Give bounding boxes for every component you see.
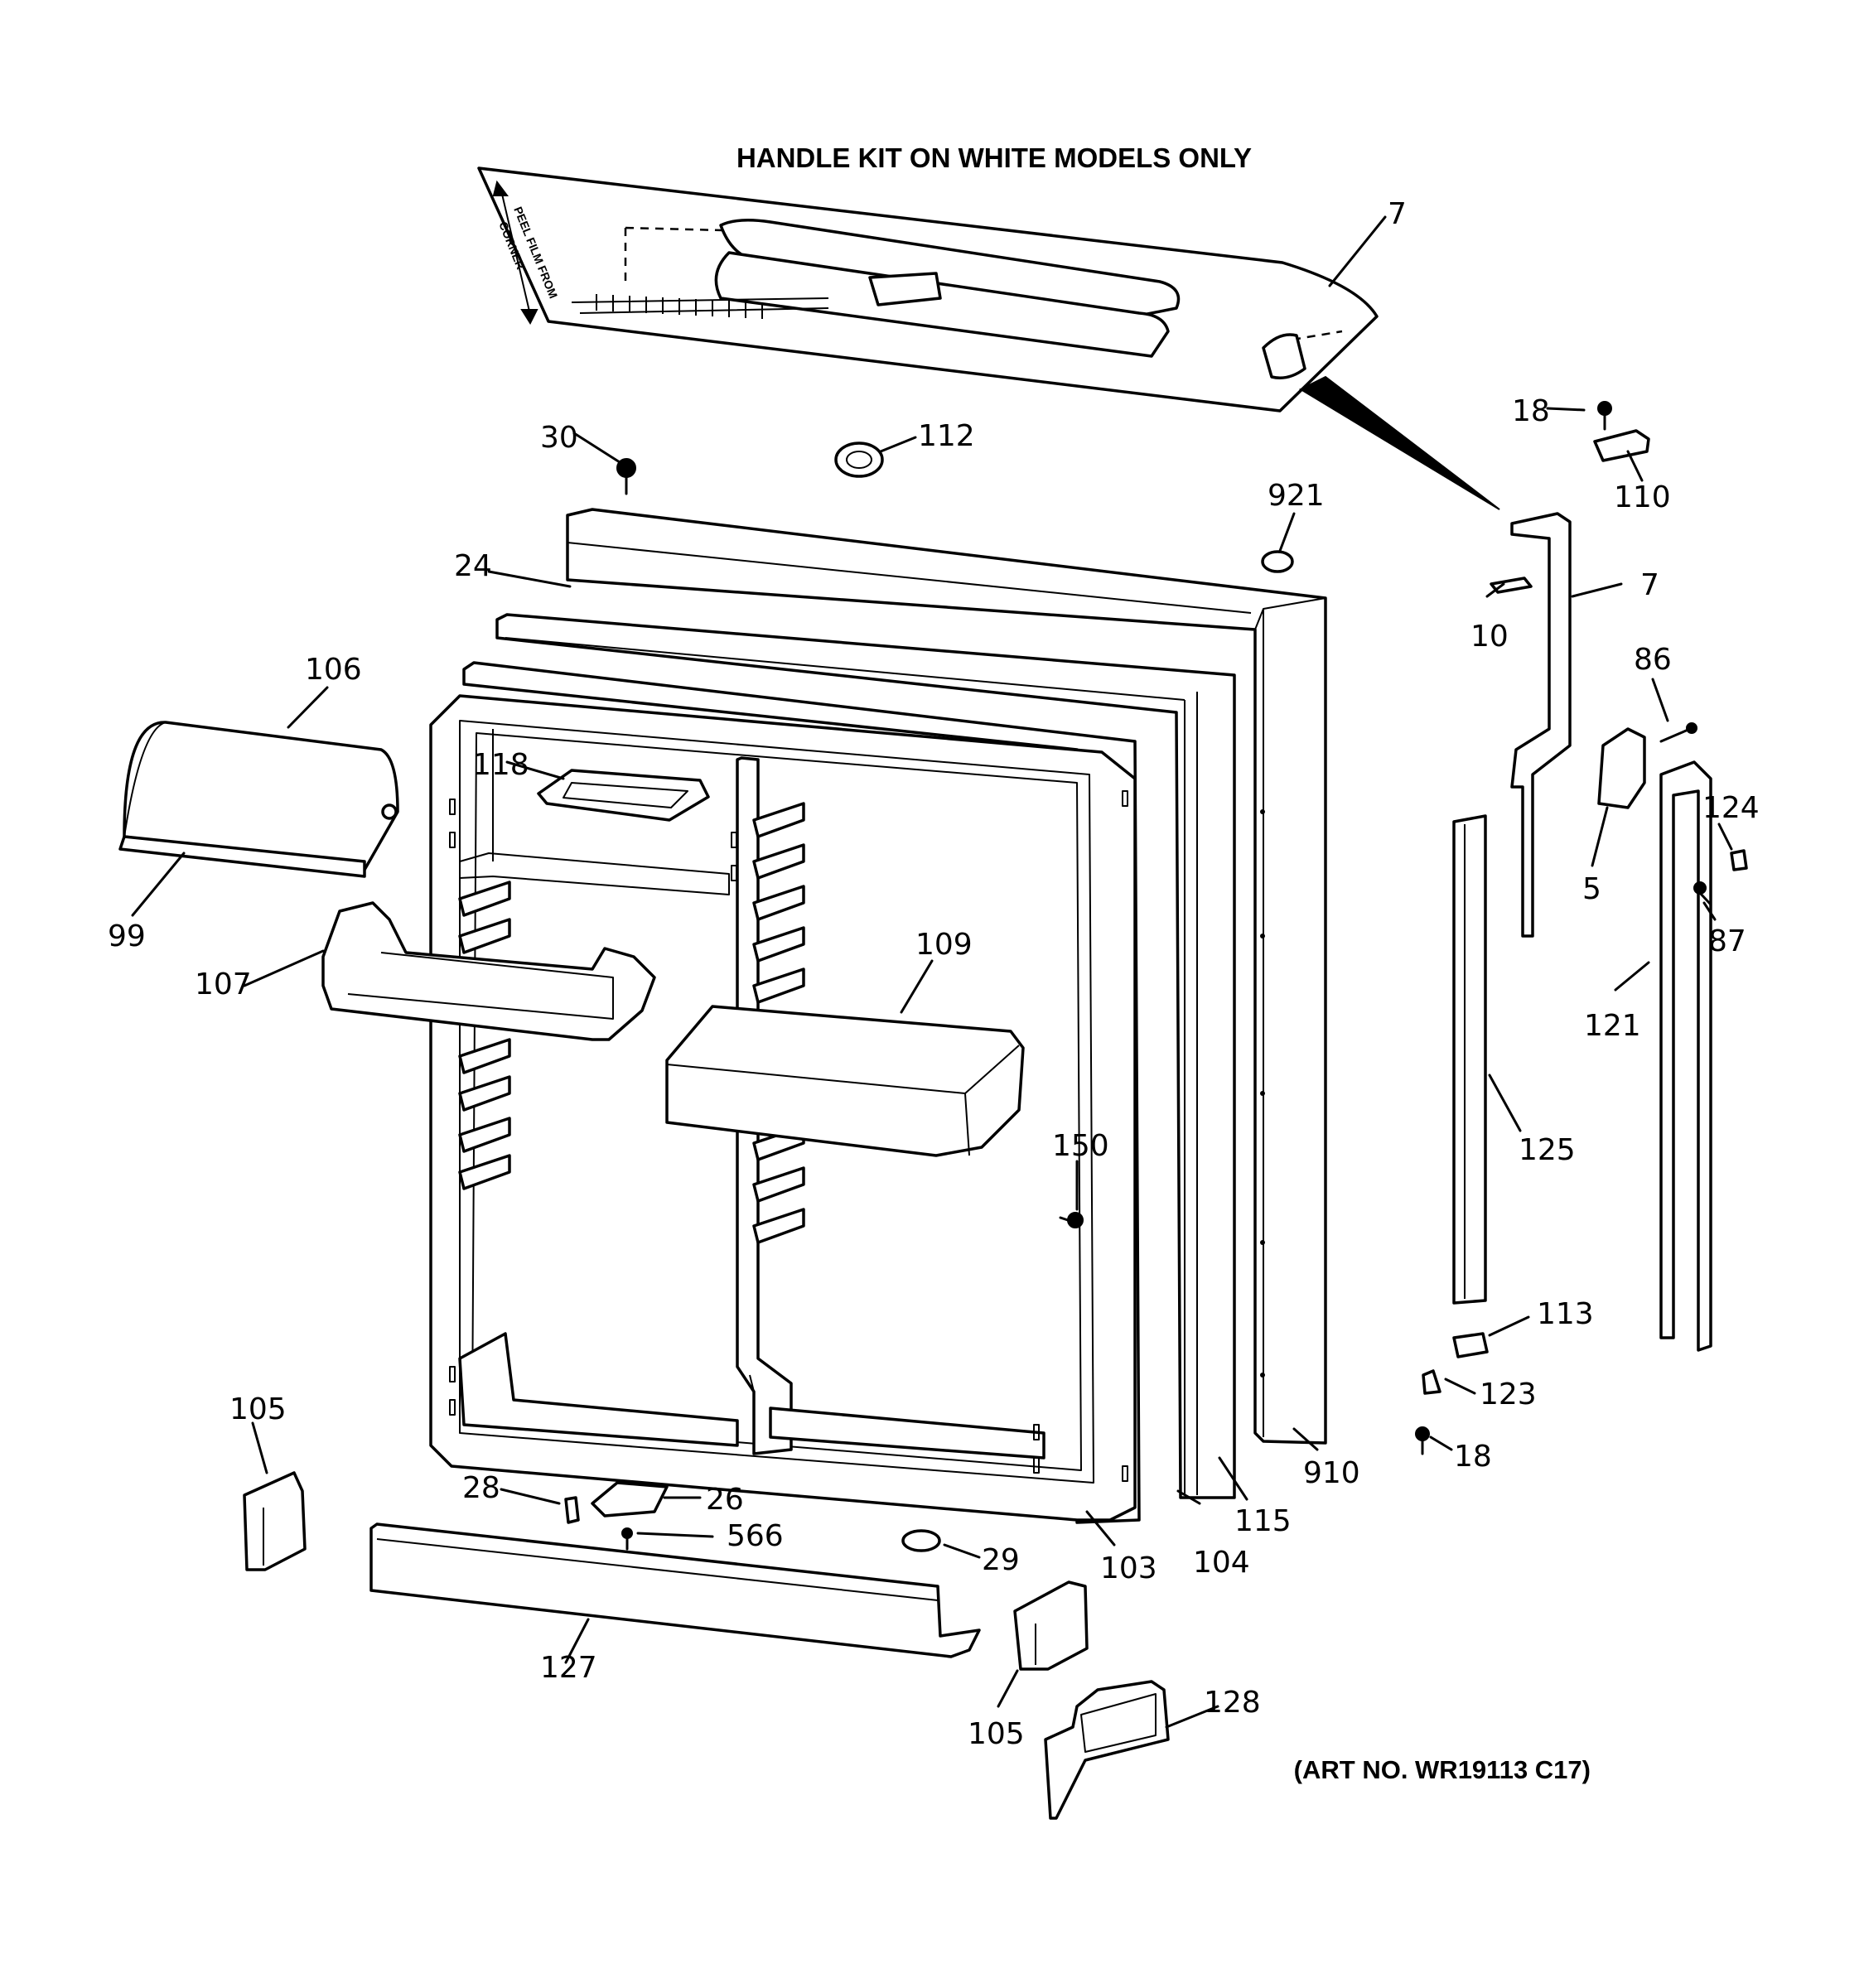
callout-109: 109 <box>915 928 973 962</box>
callout-921: 921 <box>1268 479 1325 513</box>
diagram-title: HANDLE KIT ON WHITE MODELS ONLY <box>736 142 1252 173</box>
callout-labels: 7 18 110 30 112 921 24 7 10 106 86 118 1… <box>108 197 1760 1751</box>
channel-125 <box>1452 814 1487 1305</box>
screw-18-bottom <box>1415 1426 1430 1455</box>
tray-118 <box>537 769 710 822</box>
bin-109 <box>665 1005 1025 1157</box>
callout-7-mid: 7 <box>1640 568 1659 602</box>
callout-121: 121 <box>1584 1009 1641 1043</box>
callout-104: 104 <box>1193 1546 1250 1580</box>
callout-123: 123 <box>1480 1378 1537 1411</box>
plug-29 <box>901 1529 941 1552</box>
callout-113: 113 <box>1537 1297 1594 1331</box>
door-outer-panel-910 <box>566 508 1327 1445</box>
art-number: (ART NO. WR19113 C17) <box>1294 1755 1591 1784</box>
plug-112 <box>834 442 884 478</box>
liner-104 <box>495 613 1236 1499</box>
strip-121 <box>1659 760 1712 1352</box>
plate-26 <box>591 1481 669 1518</box>
callout-10: 10 <box>1470 620 1509 654</box>
screw-150 <box>1059 1212 1084 1228</box>
callout-29: 29 <box>982 1543 1020 1577</box>
shelf-rungs-left <box>458 881 511 1190</box>
shelf-107 <box>321 901 656 1041</box>
handle-kit-package: PEEL FILM FROM CORNER <box>477 166 1500 510</box>
pin-28 <box>564 1496 580 1524</box>
callout-30: 30 <box>540 421 578 455</box>
callout-7-top: 7 <box>1388 197 1407 231</box>
callout-103: 103 <box>1100 1551 1157 1585</box>
callout-24: 24 <box>454 549 492 583</box>
callout-150: 150 <box>1052 1129 1109 1163</box>
kickplate-127 <box>369 1522 981 1658</box>
screw-86 <box>1659 722 1697 743</box>
callout-105-left: 105 <box>229 1392 287 1426</box>
callout-105-bottom: 105 <box>968 1717 1025 1751</box>
screw-87 <box>1693 881 1712 906</box>
leader-lines <box>131 215 1733 1729</box>
callout-87: 87 <box>1708 924 1746 958</box>
block-113 <box>1452 1332 1489 1358</box>
screw-18-top <box>1597 401 1612 431</box>
clip-124 <box>1730 849 1748 871</box>
callout-566: 566 <box>727 1519 784 1553</box>
callout-107: 107 <box>195 967 252 1001</box>
hinge-5 <box>1597 727 1646 809</box>
callout-125: 125 <box>1519 1133 1576 1167</box>
bracket-128 <box>1044 1680 1170 1820</box>
handle-7-side <box>1510 512 1572 938</box>
liner-side-slots <box>449 790 1128 1482</box>
screw-30 <box>616 458 636 495</box>
callout-26: 26 <box>706 1483 744 1517</box>
callout-112: 112 <box>918 419 975 453</box>
dairy-door-106 <box>123 721 399 871</box>
callout-5: 5 <box>1582 872 1601 906</box>
callout-910: 910 <box>1303 1456 1360 1490</box>
corner-clip-105-bottom <box>1013 1580 1089 1671</box>
corner-clip-105-left <box>243 1471 307 1571</box>
callout-118: 118 <box>472 748 529 782</box>
dairy-shelf-99 <box>118 835 366 878</box>
callout-99: 99 <box>108 919 146 953</box>
callout-18-top: 18 <box>1512 394 1550 428</box>
screw-566 <box>621 1527 633 1551</box>
callout-28: 28 <box>462 1471 500 1505</box>
callout-115: 115 <box>1234 1504 1292 1538</box>
callout-128: 128 <box>1204 1686 1261 1720</box>
bracket-123 <box>1422 1369 1441 1395</box>
callout-110: 110 <box>1614 480 1671 514</box>
callout-86: 86 <box>1634 643 1672 677</box>
callout-127: 127 <box>540 1651 597 1685</box>
callout-106: 106 <box>305 653 362 687</box>
cap-921 <box>1261 550 1294 573</box>
callout-18-bottom: 18 <box>1454 1440 1492 1474</box>
callout-124: 124 <box>1702 791 1760 825</box>
handle-mount-110 <box>1593 429 1650 462</box>
